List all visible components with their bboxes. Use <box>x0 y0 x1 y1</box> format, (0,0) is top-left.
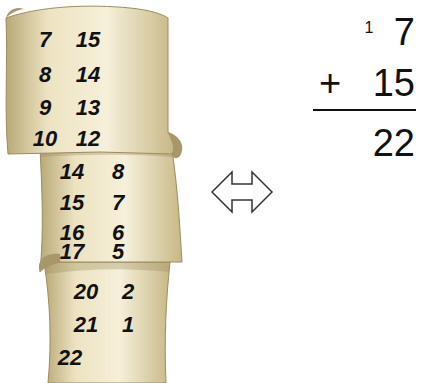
carry-digit: 1 <box>365 20 374 36</box>
addend: 15 <box>373 64 415 102</box>
scroll-number: 8 <box>39 64 51 86</box>
scroll-number: 5 <box>112 241 124 263</box>
scroll-number: 22 <box>58 347 82 369</box>
scroll-curl <box>168 132 182 158</box>
scroll-number: 8 <box>112 161 124 183</box>
scroll-number: 21 <box>74 314 98 336</box>
scroll-number: 14 <box>76 64 100 86</box>
double-arrow <box>212 172 272 212</box>
scroll-number: 2 <box>122 281 134 303</box>
scroll-number: 14 <box>60 161 84 183</box>
scroll-number: 7 <box>112 192 124 214</box>
scroll-segment <box>6 6 174 154</box>
scroll-number: 20 <box>74 281 98 303</box>
scroll-number: 15 <box>76 29 100 51</box>
scroll-number: 15 <box>60 192 84 214</box>
scroll-curl <box>6 8 24 18</box>
sum-rule <box>313 109 416 111</box>
sum-result: 22 <box>373 124 415 162</box>
scroll-fold-shadow <box>44 262 170 274</box>
scroll-number: 17 <box>60 241 84 263</box>
scroll-number: 1 <box>122 314 134 336</box>
scroll-number: 12 <box>76 128 100 150</box>
addend: 7 <box>394 13 415 51</box>
scroll-number: 10 <box>33 128 57 150</box>
scroll-number: 9 <box>39 97 51 119</box>
scroll-number: 13 <box>76 97 100 119</box>
plus-sign: + <box>319 64 341 102</box>
scroll-segment <box>44 262 170 383</box>
scroll-segment <box>40 148 182 272</box>
scroll-curl <box>39 254 60 272</box>
scroll-number: 7 <box>39 29 51 51</box>
